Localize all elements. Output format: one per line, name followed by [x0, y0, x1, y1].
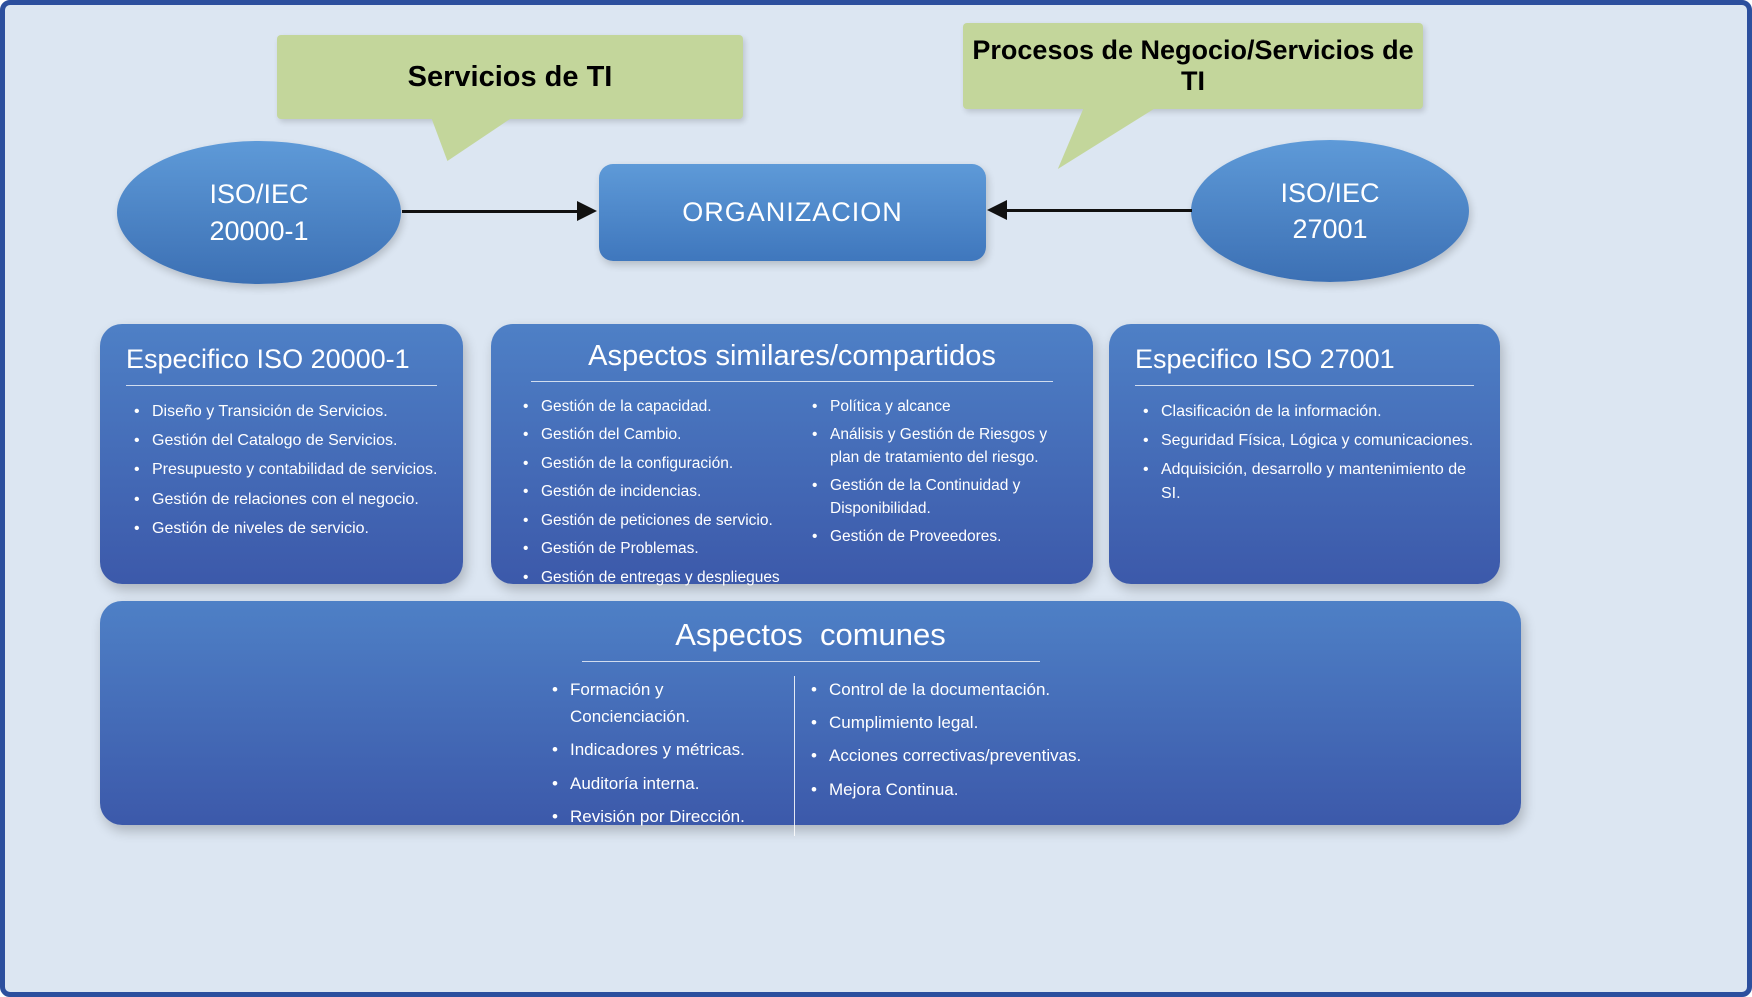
list-item: Control de la documentación.	[809, 676, 1164, 703]
panel-iso20000-list: Diseño y Transición de Servicios. Gestió…	[100, 400, 463, 540]
arrow-right-head-icon	[987, 200, 1007, 220]
panel-comunes-left-list: Formación y Concienciación. Indicadores …	[550, 676, 780, 830]
panel-shared-title: Aspectos similares/compartidos	[588, 340, 996, 372]
title-divider	[581, 661, 1040, 662]
panel-shared-left-column: Gestión de la capacidad. Gestión del Cam…	[511, 396, 786, 595]
list-item: Seguridad Física, Lógica y comunicacione…	[1141, 429, 1482, 452]
list-item: Gestión de incidencias.	[521, 481, 786, 504]
list-item: Gestión de la configuración.	[521, 453, 786, 476]
node-iso20000-line2: 20000-1	[209, 215, 309, 246]
list-item: Análisis y Gestión de Riesgos y plan de …	[810, 424, 1075, 469]
list-item: Gestión de relaciones con el negocio.	[132, 488, 445, 511]
list-item: Indicadores y métricas.	[550, 736, 780, 763]
panel-shared-left-list: Gestión de la capacidad. Gestión del Cam…	[511, 396, 786, 590]
column-divider	[794, 676, 795, 836]
panel-iso20000-title: Especifico ISO 20000-1	[126, 344, 410, 374]
list-item: Diseño y Transición de Servicios.	[132, 400, 445, 423]
list-item: Gestión del Catalogo de Servicios.	[132, 429, 445, 452]
panel-comunes: Aspectos comunes Formación y Concienciac…	[100, 601, 1521, 836]
list-item: Cumplimiento legal.	[809, 709, 1164, 736]
arrow-right-line	[1007, 209, 1192, 212]
list-item: Gestión del Cambio.	[521, 424, 786, 447]
list-item: Adquisición, desarrollo y mantenimiento …	[1141, 458, 1482, 504]
node-organizacion-label: ORGANIZACION	[682, 197, 903, 227]
title-divider	[1135, 385, 1474, 386]
list-item: Mejora Continua.	[809, 776, 1164, 803]
panel-iso27001-list: Clasificación de la información. Segurid…	[1109, 400, 1500, 505]
callout-tail-left	[431, 117, 513, 161]
node-iso27001-line2: 27001	[1292, 214, 1368, 244]
panel-shared-right-list: Política y alcance Análisis y Gestión de…	[800, 396, 1075, 549]
list-item: Clasificación de la información.	[1141, 400, 1482, 423]
node-iso27001-line1: ISO/IEC	[1280, 177, 1380, 208]
panel-iso20000: Especifico ISO 20000-1 Diseño y Transici…	[100, 324, 463, 584]
list-item: Formación y Concienciación.	[550, 676, 780, 730]
arrow-left-head-icon	[577, 201, 597, 221]
list-item: Gestión de Proveedores.	[810, 526, 1075, 549]
node-organizacion: ORGANIZACION	[599, 164, 986, 261]
list-item: Gestión de la capacidad.	[521, 396, 786, 419]
list-item: Revisión por Dirección.	[550, 803, 780, 830]
panel-shared: Aspectos similares/compartidos Gestión d…	[491, 324, 1093, 590]
arrow-left-line	[402, 210, 585, 213]
panel-comunes-title: Aspectos comunes	[675, 617, 946, 652]
list-item: Presupuesto y contabilidad de servicios.	[132, 458, 445, 481]
panel-comunes-left-column: Formación y Concienciación. Indicadores …	[550, 676, 780, 836]
callout-procesos-negocio-label: Procesos de Negocio/Servicios de TI	[972, 35, 1414, 96]
title-divider	[126, 385, 437, 386]
node-iso20000: ISO/IEC 20000-1	[117, 141, 401, 284]
list-item: Gestión de la Continuidad y Disponibilid…	[810, 475, 1075, 520]
callout-servicios-ti: Servicios de TI	[277, 35, 743, 119]
callout-procesos-negocio: Procesos de Negocio/Servicios de TI	[963, 23, 1423, 109]
panel-iso27001-title: Especifico ISO 27001	[1135, 344, 1395, 374]
callout-servicios-ti-label: Servicios de TI	[407, 60, 613, 93]
list-item: Gestión de niveles de servicio.	[132, 517, 445, 540]
callout-tail-right	[1057, 107, 1157, 169]
node-iso27001: ISO/IEC 27001	[1191, 140, 1469, 282]
list-item: Gestión de peticiones de servicio.	[521, 510, 786, 533]
panel-comunes-right-column: Control de la documentación. Cumplimient…	[809, 676, 1164, 836]
list-item: Política y alcance	[810, 396, 1075, 419]
title-divider	[531, 381, 1053, 382]
panel-shared-right-column: Política y alcance Análisis y Gestión de…	[800, 396, 1075, 595]
list-item: Gestión de entregas y despliegues	[521, 567, 786, 590]
node-iso20000-line1: ISO/IEC	[209, 179, 309, 210]
list-item: Acciones correctivas/preventivas.	[809, 742, 1164, 769]
list-item: Auditoría interna.	[550, 770, 780, 797]
panel-iso27001: Especifico ISO 27001 Clasificación de la…	[1109, 324, 1500, 584]
panel-comunes-right-list: Control de la documentación. Cumplimient…	[809, 676, 1164, 803]
list-item: Gestión de Problemas.	[521, 538, 786, 561]
